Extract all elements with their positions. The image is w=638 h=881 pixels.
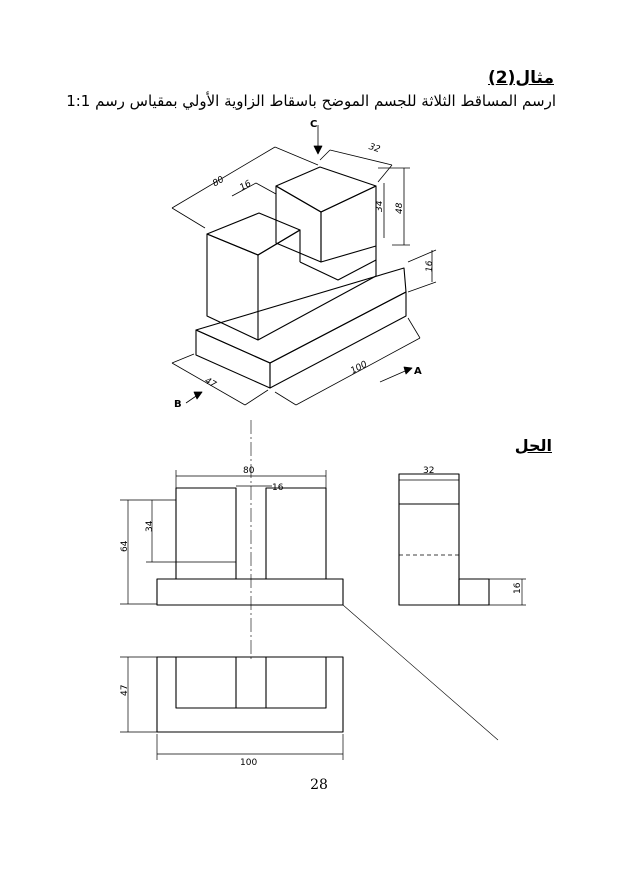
task-text: ارسم المساقط الثلاثة للجسم الموضح باسقاط… xyxy=(66,92,556,110)
front-dim-16: 16 xyxy=(272,483,284,493)
iso-dim-16-base: 16 xyxy=(425,260,435,272)
iso-dim-32: 32 xyxy=(367,142,381,155)
view-label-c: C xyxy=(310,119,317,130)
front-dim-64: 64 xyxy=(120,540,130,552)
page-number: 28 xyxy=(310,777,328,793)
iso-base-right xyxy=(269,291,407,389)
front-dim-34: 34 xyxy=(145,520,155,532)
iso-dim-48: 48 xyxy=(395,202,405,214)
iso-dim-34: 34 xyxy=(375,200,385,212)
iso-base-top xyxy=(195,267,407,364)
top-dim-47: 47 xyxy=(120,685,130,696)
top-view xyxy=(120,656,344,760)
iso-dim-100: 100 xyxy=(349,360,369,377)
front-dim-80: 80 xyxy=(243,466,255,476)
side-dim-32: 32 xyxy=(423,466,434,476)
top-dim-100: 100 xyxy=(240,758,257,768)
example-heading: مثال(2) xyxy=(488,68,554,88)
solution-title: الحل xyxy=(514,436,552,455)
iso-bar-edge xyxy=(257,246,377,341)
construction-lines xyxy=(250,420,499,741)
front-view xyxy=(120,470,344,606)
side-view xyxy=(398,473,526,606)
iso-cube-right xyxy=(320,185,377,263)
isometric-drawing: 80 16 32 48 34 16 47 100 C A B xyxy=(171,119,437,410)
iso-slot-floor xyxy=(299,259,377,281)
view-label-b: B xyxy=(174,399,182,410)
iso-cube-front xyxy=(275,185,322,263)
iso-slot-wall xyxy=(257,229,301,262)
iso-cube-top xyxy=(275,166,377,213)
side-dim-16: 16 xyxy=(513,582,523,594)
iso-block-top xyxy=(206,212,301,256)
view-label-a: A xyxy=(414,366,422,377)
